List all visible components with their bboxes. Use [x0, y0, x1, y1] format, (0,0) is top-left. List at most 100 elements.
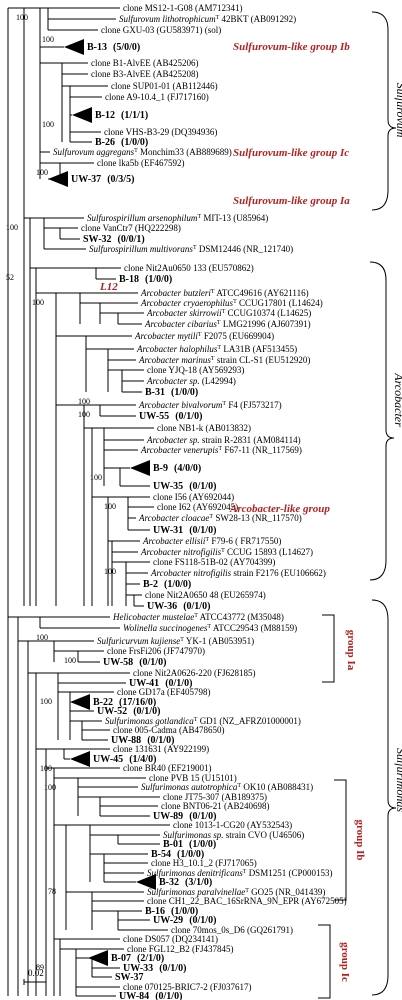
tip-label: clone BNT06-21 (AB240698): [161, 801, 269, 811]
group-label-sulfurovum-ic: Sulfurovum-like group Ic: [233, 147, 349, 159]
tip-label: UW-29(0/1/0): [153, 915, 216, 926]
bootstrap-value: 100: [42, 120, 54, 129]
arcobacter-brace: [369, 261, 395, 581]
scale-bar: [23, 979, 47, 985]
tip-label: clone lka5b (EF467592): [97, 158, 184, 168]
bootstrap-value: 100: [78, 410, 90, 419]
bootstrap-value: 100: [40, 764, 52, 773]
tip-label: clone I56 (AY692044): [153, 492, 234, 502]
tip-label: clone JT75-307 (AB189375): [163, 792, 267, 802]
tip-label: B-13(5/0/0): [87, 42, 140, 53]
collapsed-clade-triangle: [64, 39, 84, 55]
tip-label: SW-37: [115, 972, 144, 983]
group-label-ic: group Ic: [339, 942, 351, 982]
tip-label: clone B1-AlvEE (AB425206): [91, 58, 198, 68]
collapsed-clade-triangle: [136, 874, 156, 890]
tip-label: B-2(1/0/0): [143, 579, 191, 590]
tip-label: Arcobacter butzleriT ATCC49616 (AY621116…: [140, 288, 309, 298]
tip-label: Arcobacter cibariusT LMG21996 (AJ607391): [144, 319, 311, 329]
tip-label: clone A9-10.4_1 (FJ717160): [105, 92, 209, 102]
collapsed-clade-triangle: [48, 171, 68, 187]
tip-label: Sulfurimonas gotlandicaT GD1 (NZ_AFRZ010…: [105, 716, 301, 726]
tip-label: B-07(2/1/0): [111, 953, 164, 964]
sulfurimonas-brace: [371, 599, 397, 996]
tip-label: B-26(1/0/0): [95, 137, 148, 148]
tip-label: clone CH1_22_BAC_16SrRNA_9N_EPR (AY67250…: [147, 896, 347, 906]
tip-label: clone GXU-03 (GU583971) (sol): [101, 25, 221, 35]
group-ic-bracket: [318, 924, 331, 999]
tip-label: Arcobacter nitrofigilis strain F2176 (EU…: [150, 568, 326, 578]
tip-label: B-31(1/0/0): [145, 387, 198, 398]
tip-label: UW-58(0/1/0): [103, 657, 166, 668]
tip-label: SW-32(0/0/1): [83, 234, 145, 245]
bootstrap-value: 100: [36, 168, 48, 177]
tip-label: B-32(3/1/0): [159, 877, 212, 888]
bootstrap-value: 100: [32, 298, 44, 307]
bootstrap-value: 89: [36, 963, 44, 972]
tip-label: clone SUP01-01 (AB112446): [111, 81, 218, 91]
tip-label: B-16(1/0/0): [145, 906, 198, 917]
tip-label: clone I62 (AY692045): [157, 502, 238, 512]
tip-label: clone FGL12_B2 (FJ437845): [127, 944, 234, 954]
tip-label: clone VHS-B3-29 (DQ394936): [104, 127, 217, 137]
clade-label-arcobacter: Arcobacter: [392, 372, 402, 427]
bootstrap-value: 100: [104, 567, 116, 576]
tip-label: UW-35(0/1/0): [153, 481, 216, 492]
tip-label: Sulfurospirillum arsenophilumT MIT-13 (U…: [87, 213, 268, 223]
bootstrap-value: 100: [40, 697, 52, 706]
group-label-sulfurovum-ia: Sulfurovum-like group Ia: [233, 195, 350, 207]
tip-label: clone BR40 (EF219001): [123, 763, 212, 773]
bootstrap-value: 78: [48, 887, 56, 896]
tip-label: Arcobacter cloacaeT SW28-13 (NR_117570): [138, 513, 302, 523]
tip-label: Arcobacter bivalvorumT F4 (FJ573217): [138, 400, 282, 410]
tip-label: clone FrsFi206 (JF747970): [107, 646, 205, 656]
sulfurovum-brace: [371, 11, 397, 211]
tip-label: clone DS057 (DQ234141): [123, 934, 218, 944]
tip-label: clone Nit2Au0650 133 (EU570862): [124, 263, 254, 273]
tip-label: Sulfurimonas autotrophicaT OK10 (AB08843…: [141, 782, 313, 792]
tip-label: Wolinella succinogenesT ATCC29543 (M8815…: [123, 623, 297, 633]
tree-tip-labels: clone MS12-1-G08 (AM712341)Sulfurovum li…: [53, 3, 347, 1000]
tip-label: clone 131631 (AY922199): [113, 744, 209, 754]
tip-label: Arcobacter cryaerophilusT CCUG17801 (L14…: [140, 298, 323, 308]
clade-label-sulfurovum: Sulfurovum: [394, 83, 402, 138]
collapsed-clade-triangle: [70, 751, 90, 767]
tip-label: clone 005-Cadma (AB478650): [113, 725, 224, 735]
group-label-ia: group Ia: [345, 630, 357, 671]
tip-label: clone Nit2A0626-220 (FJ628185): [133, 668, 256, 678]
bootstrap-value: 100: [36, 633, 48, 642]
tip-label: B-9(4/0/0): [153, 463, 201, 474]
tip-label: UW-52(0/1/0): [97, 706, 160, 717]
collapsed-clade-triangle: [130, 460, 150, 476]
tip-label: Arcobacter venerupisT F67-11 (NR_117569): [140, 445, 302, 455]
tip-label: clone MS12-1-G08 (AM712341): [123, 3, 243, 13]
tip-label: Arcobacter mytiliT F2075 (EU669904): [134, 331, 274, 341]
tip-label: UW-37(0/3/5): [71, 174, 134, 185]
bootstrap-value: 100: [78, 397, 90, 406]
bootstrap-value: 52: [6, 273, 14, 282]
tip-label: Arcobacter skirrowiiT CCUG10374 (L14625): [146, 308, 311, 318]
tip-label: Arcobacter halophilusT LA31B (AF513455): [136, 344, 297, 354]
tip-label: clone 1013-1-CG20 (AY532543): [173, 820, 292, 830]
bootstrap-value: 100: [16, 13, 28, 22]
tip-label: B-18(1/0/0): [119, 274, 172, 285]
group-label-ib: group Ib: [354, 819, 366, 860]
tip-label: clone GD17a (EF405798): [117, 687, 210, 697]
tip-label: Sulfurospirillum multivoransT DSM12446 (…: [89, 244, 293, 254]
tip-label: Helicobacter mustelaeT ATCC43772 (M35048…: [112, 612, 284, 622]
bootstrap-value: 100: [90, 473, 102, 482]
tip-label: UW-41(0/1/0): [129, 678, 192, 689]
group-label-arcobacter-like: Arcobacter-like group: [229, 503, 330, 515]
tip-label: Sulfuricurvum kujienseT YK-1 (AB053951): [97, 636, 254, 646]
tip-label: clone H3_10.1_2 (FJ717065): [151, 858, 257, 868]
tip-label: UW-89(0/1/0): [153, 811, 216, 822]
tip-label: clone YJQ-18 (AY569293): [147, 365, 244, 375]
group-ia-bracket: [322, 614, 335, 683]
clade-label-sulfurimonas: Sulfurimonas: [394, 748, 402, 812]
tip-label: clone B3-AlvEE (AB425208): [91, 69, 198, 79]
tip-label: Sulfurovum aggregansT Monchim33 (AB88968…: [53, 147, 232, 157]
tip-label: UW-36(0/1/0): [147, 601, 210, 612]
bootstrap-values: 1001001001001005210010010010010010010010…: [6, 13, 116, 972]
tip-label: Sulfurimonas paralvinellaeT GO25 (NR_041…: [147, 887, 325, 897]
